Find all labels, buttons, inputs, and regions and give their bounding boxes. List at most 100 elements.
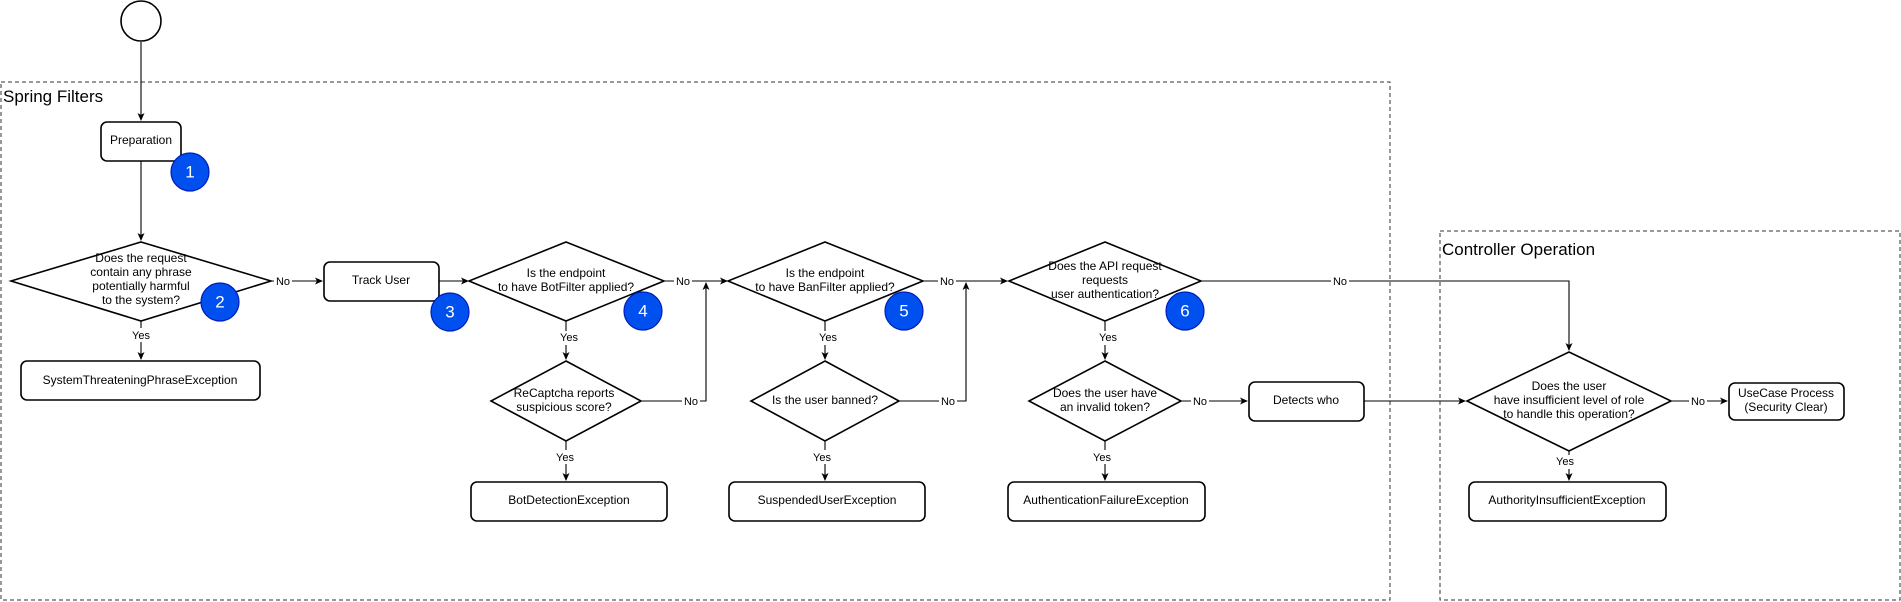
node-label-line: Is the endpoint [527, 266, 606, 280]
step-badge-3: 3 [430, 292, 470, 332]
edge-label-auth-no: No [1331, 274, 1349, 288]
svg-text:1: 1 [185, 163, 194, 182]
svg-text:4: 4 [638, 302, 647, 321]
node-label-line: ReCaptcha reports [514, 386, 615, 400]
svg-text:No: No [940, 276, 954, 288]
edge-label-role-no: No [1689, 394, 1707, 408]
node-label-line: UseCase Process [1738, 386, 1834, 400]
usecase-process-node: UseCase Process(Security Clear) [1728, 382, 1845, 421]
node-label-line: AuthenticationFailureException [1023, 493, 1188, 507]
detects-who-label: Detects who [1273, 393, 1339, 407]
svg-text:Yes: Yes [132, 330, 150, 342]
svg-text:Yes: Yes [813, 452, 831, 464]
svg-text:Yes: Yes [1093, 452, 1111, 464]
svg-text:Yes: Yes [1099, 332, 1117, 344]
controller-operation-container [1439, 230, 1901, 601]
svg-text:Yes: Yes [560, 332, 578, 344]
node-label-line: to the system? [102, 293, 180, 307]
node-label-line: contain any phrase [90, 265, 192, 279]
step-badge-2: 2 [200, 282, 240, 322]
svg-text:No: No [1193, 396, 1207, 408]
edge-label-botfilter-yes: Yes [558, 331, 580, 345]
svg-text:No: No [1691, 396, 1705, 408]
svg-text:6: 6 [1180, 302, 1189, 321]
detects-who-node: Detects who [1248, 381, 1365, 422]
svg-text:Yes: Yes [1556, 456, 1574, 468]
authentication-failure-exception-node: AuthenticationFailureException [1007, 481, 1206, 522]
system-threatening-exception-label: SystemThreateningPhraseException [43, 373, 238, 387]
edge-label-banfilter-yes: Yes [817, 331, 839, 345]
spring-filters-container [0, 81, 1391, 601]
edge-recaptcha-no [641, 282, 710, 402]
node-label-line: Detects who [1273, 393, 1339, 407]
svg-text:Yes: Yes [819, 332, 837, 344]
edge-label-banned-yes: Yes [811, 450, 833, 464]
node-label-line: to have BanFilter applied? [755, 280, 895, 294]
suspended-user-exception-label: SuspendedUserException [758, 493, 897, 507]
node-label-line: (Security Clear) [1744, 400, 1827, 414]
bot-detection-exception-node: BotDetectionException [470, 481, 668, 522]
spring-filters-label: Spring Filters [3, 87, 103, 106]
user-banned-decision: Is the user banned? [749, 360, 901, 442]
track-user-label: Track User [352, 273, 410, 287]
edge-label-token-no: No [1191, 394, 1209, 408]
edge-label-auth-yes: Yes [1097, 331, 1119, 345]
node-label-line: Does the request [95, 251, 187, 265]
start-node [120, 0, 162, 42]
step-badge-6: 6 [1165, 291, 1205, 331]
node-label-line: Does the user [1532, 379, 1607, 393]
edge-label-token-yes: Yes [1091, 450, 1113, 464]
edge-label-role-yes: Yes [1554, 455, 1576, 469]
edge-auth-no [1201, 280, 1573, 351]
edge-banned-no [899, 282, 970, 402]
node-label-line: to have BotFilter applied? [498, 280, 634, 294]
edges [137, 42, 1728, 481]
node-label-line: requests [1082, 273, 1128, 287]
edge-label-harmful-yes: Yes [130, 328, 152, 342]
edge-label-recaptcha-no: No [682, 394, 700, 408]
preparation-label: Preparation [110, 133, 172, 147]
step-badge-5: 5 [884, 291, 924, 331]
edge-label-recaptcha-yes: Yes [554, 450, 576, 464]
edge-label-banfilter-no: No [938, 274, 956, 288]
node-label-line: Does the user have [1053, 386, 1157, 400]
step-badge-1: 1 [170, 152, 210, 192]
node-label-line: Is the endpoint [786, 266, 865, 280]
node-label-line: Track User [352, 273, 410, 287]
track-user-node: Track User [323, 261, 440, 302]
node-label-line: BotDetectionException [508, 493, 629, 507]
node-label-line: have insufficient level of role [1494, 393, 1645, 407]
svg-text:Yes: Yes [556, 452, 574, 464]
svg-text:No: No [676, 276, 690, 288]
edge-label-banned-no: No [939, 394, 957, 408]
controller-operation-label: Controller Operation [1442, 240, 1595, 259]
node-label-line: potentially harmful [92, 279, 189, 293]
edge-label-harmful-no: No [274, 274, 292, 288]
edge-label-botfilter-no: No [674, 274, 692, 288]
authority-insufficient-exception-label: AuthorityInsufficientException [1488, 493, 1645, 507]
node-label-line: Is the user banned? [772, 393, 878, 407]
node-label-line: an invalid token? [1060, 400, 1150, 414]
user-banned-label: Is the user banned? [772, 393, 878, 407]
node-label-line: to handle this operation? [1503, 407, 1635, 421]
svg-text:No: No [1333, 276, 1347, 288]
node-label-line: suspicious score? [516, 400, 612, 414]
preparation-node: Preparation [100, 121, 182, 162]
svg-text:No: No [684, 396, 698, 408]
node-label-line: Does the API request [1048, 259, 1162, 273]
authority-insufficient-exception-node: AuthorityInsufficientException [1468, 481, 1667, 522]
svg-text:5: 5 [899, 302, 908, 321]
